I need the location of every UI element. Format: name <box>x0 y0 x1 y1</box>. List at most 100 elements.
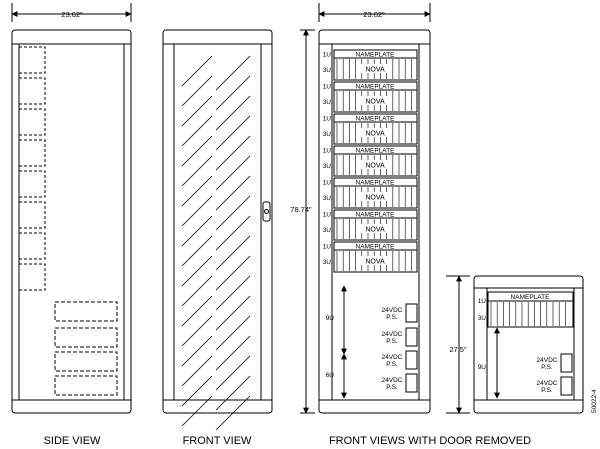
small-psu-label: 24VDC <box>537 357 558 364</box>
side-slot-outline <box>18 263 46 291</box>
glass-hatch-line <box>181 115 213 147</box>
unit-label-3u: 3U <box>323 131 332 138</box>
nova-module <box>333 217 418 241</box>
psu-label: 24VDC <box>382 331 403 338</box>
glass-hatch-line <box>215 75 251 111</box>
unit-label-1u: 1U <box>323 180 332 187</box>
glass-hatch-line <box>181 195 213 227</box>
glass-hatch-line <box>181 135 213 167</box>
unit-label-1u: 1U <box>323 244 332 251</box>
unit-label-9u: 9U <box>326 315 335 322</box>
glass-hatch-line <box>215 275 251 311</box>
unit-label-3u: 3U <box>323 99 332 106</box>
psu-label: 24VDC <box>382 377 403 384</box>
psu-unit <box>405 373 418 393</box>
nova-label: NOVA <box>365 99 385 106</box>
nova-label-bg <box>360 192 390 201</box>
unit-label-3u: 3U <box>323 67 332 74</box>
door-removed-small <box>446 275 584 414</box>
unit-label-3u: 3U <box>323 195 332 202</box>
glass-hatch-line <box>215 155 251 191</box>
psu-label: 24VDC <box>382 307 403 314</box>
nameplate-label: NAMEPLATE <box>356 52 396 59</box>
nova-module <box>333 153 418 177</box>
nova-label: NOVA <box>365 259 385 266</box>
glass-hatch-line <box>215 135 251 171</box>
unit-label-3u: 3U <box>323 259 332 266</box>
small-nameplate <box>487 291 574 302</box>
glass-hatch-line <box>181 395 213 427</box>
psu-label: P.S. <box>386 384 398 391</box>
glass-hatch-line <box>215 375 251 411</box>
glass-hatch-line <box>215 335 251 371</box>
glass-hatch-line <box>215 255 251 291</box>
glass-hatch-line <box>215 55 251 91</box>
small-unit-3u: 3U <box>478 315 487 322</box>
nova-module <box>333 121 418 145</box>
nameplate-label: NAMEPLATE <box>356 180 396 187</box>
glass-hatch-line <box>181 255 213 287</box>
unit-label-1u: 1U <box>323 212 332 219</box>
glass-hatch-line <box>181 275 213 307</box>
glass-hatch-line <box>181 75 213 107</box>
side-psu-outline <box>54 301 118 322</box>
glass-hatch-line <box>181 335 213 367</box>
side-width-dimension: 23.62" <box>61 10 83 19</box>
door-removed-title: FRONT VIEWS WITH DOOR REMOVED <box>329 435 531 447</box>
psu-label: P.S. <box>386 361 398 368</box>
nameplate-label: NAMEPLATE <box>356 84 396 91</box>
glass-hatch-line <box>215 195 251 231</box>
small-psu-unit <box>560 376 573 396</box>
nameplate-label: NAMEPLATE <box>356 212 396 219</box>
front-view <box>162 29 273 431</box>
glass-hatch-line <box>181 155 213 187</box>
cabinet-height-dimension: 78.74" <box>290 205 312 214</box>
psu-label: P.S. <box>386 338 398 345</box>
small-unit-1u: 1U <box>478 298 487 305</box>
small-nameplate-label: NAMEPLATE <box>511 294 551 301</box>
glass-hatch-line <box>215 215 251 251</box>
nova-label: NOVA <box>365 131 385 138</box>
figure-number: 50022-4 <box>591 389 598 413</box>
unit-label-3u: 3U <box>323 227 332 234</box>
glass-hatch-line <box>215 355 251 391</box>
glass-hatch-line <box>181 355 213 387</box>
side-slot-outline <box>18 201 46 229</box>
unit-label-3u: 3U <box>323 163 332 170</box>
nova-label-bg <box>360 64 390 73</box>
unit-label-6u: 6U <box>326 372 335 379</box>
door-handle-icon <box>262 201 271 222</box>
glass-hatch-line <box>215 235 251 271</box>
door-removed-large <box>300 3 431 414</box>
psu-unit <box>405 327 418 347</box>
nova-label-bg <box>360 160 390 169</box>
nova-label: NOVA <box>365 227 385 234</box>
glass-hatch-line <box>181 295 213 327</box>
glass-hatch-line <box>215 315 251 351</box>
side-psu-outline <box>54 327 118 348</box>
small-psu-label: P.S. <box>541 387 553 394</box>
nova-module <box>333 57 418 81</box>
nova-module <box>333 89 418 113</box>
side-slot-outline <box>18 170 46 198</box>
side-slot-outline <box>18 77 46 105</box>
unit-label-1u: 1U <box>323 148 332 155</box>
glass-hatch-line <box>215 175 251 211</box>
glass-hatch-line <box>215 95 251 131</box>
front-width-dimension: 23.62" <box>363 10 385 19</box>
glass-hatch-line <box>181 315 213 347</box>
side-view-title: SIDE VIEW <box>44 435 101 447</box>
glass-hatch-line <box>181 215 213 247</box>
nameplate-label: NAMEPLATE <box>356 148 396 155</box>
nameplate-label: NAMEPLATE <box>356 116 396 123</box>
nova-module <box>333 249 418 273</box>
nova-label-bg <box>360 256 390 265</box>
small-height-dimension: 27.5" <box>449 345 467 354</box>
psu-label: P.S. <box>386 314 398 321</box>
nova-label-bg <box>360 224 390 233</box>
unit-label-1u: 1U <box>323 116 332 123</box>
unit-label-1u: 1U <box>323 84 332 91</box>
side-slot-outline <box>18 46 46 74</box>
psu-unit <box>405 350 418 370</box>
